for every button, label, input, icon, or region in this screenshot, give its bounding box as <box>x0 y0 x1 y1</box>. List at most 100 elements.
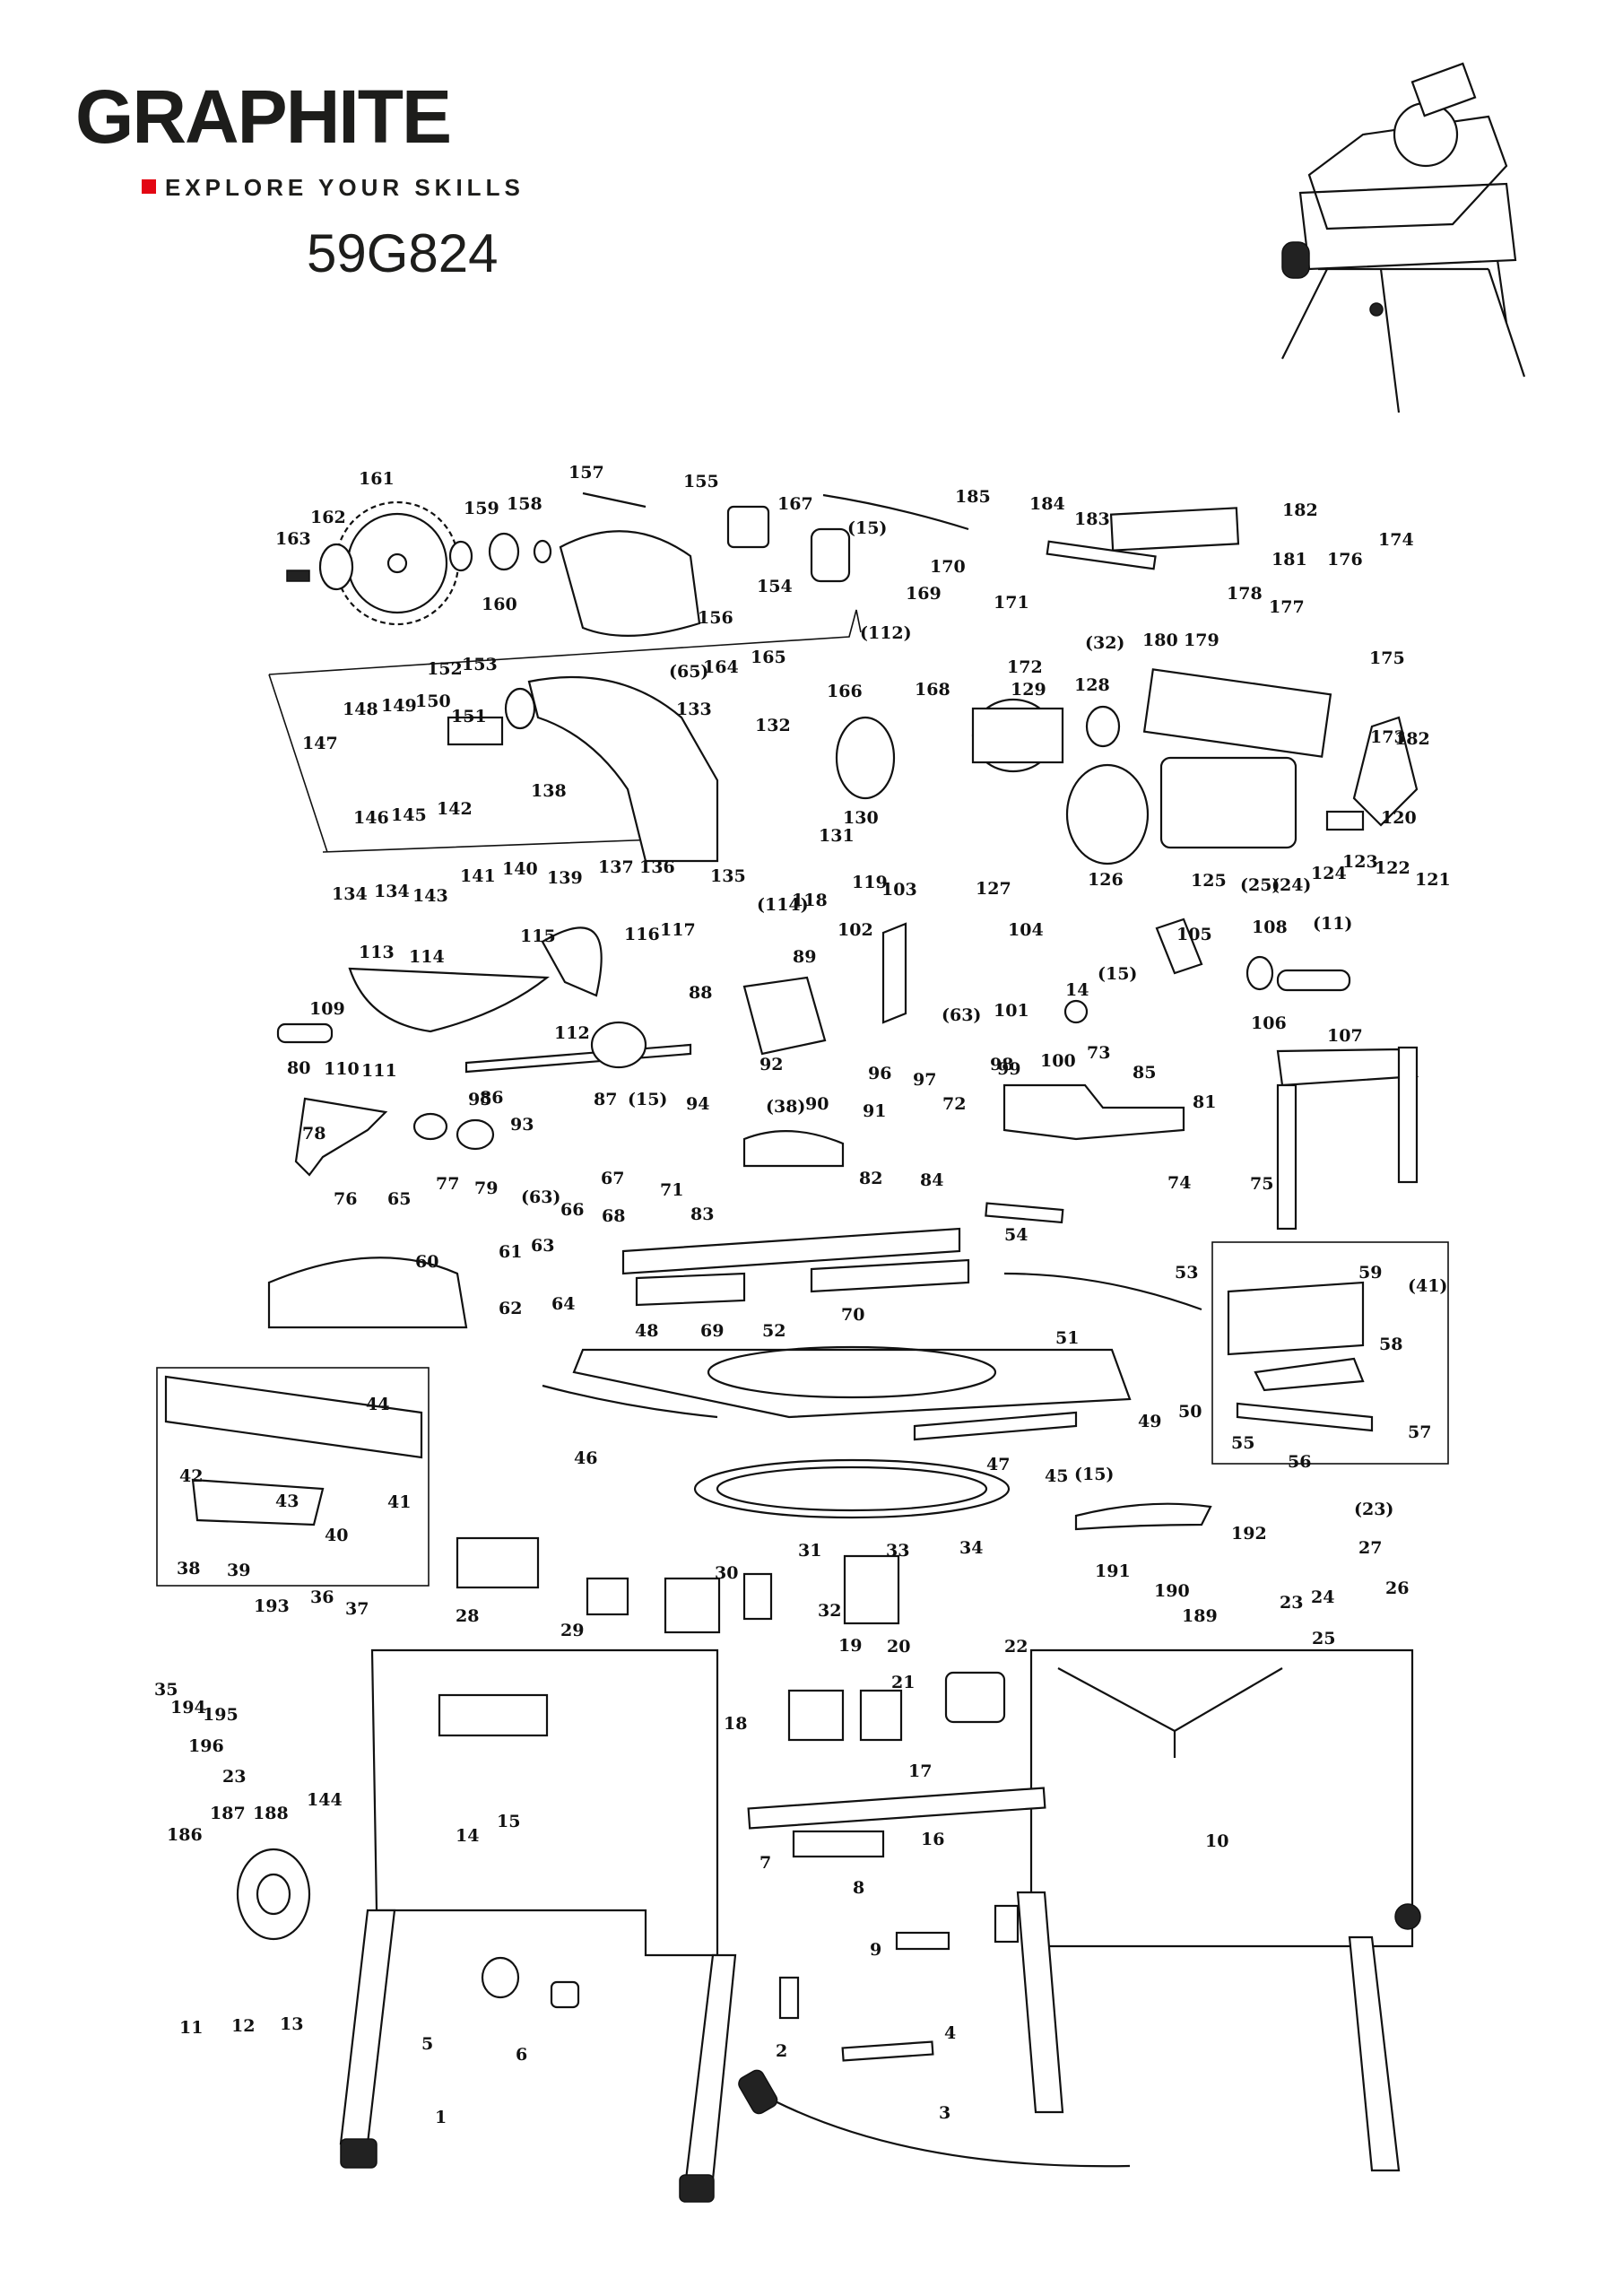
part-number-label: 61 <box>499 1242 523 1262</box>
part-number-label: 137 <box>598 857 634 877</box>
label <box>586 1577 629 1616</box>
part-number-label: 177 <box>1269 597 1305 617</box>
part-number-label: 60 <box>415 1252 439 1272</box>
part-number-label: 38 <box>177 1559 201 1578</box>
part-number-label: 154 <box>757 577 793 596</box>
part-number-label: 143 <box>412 886 448 906</box>
part-number-label: 111 <box>361 1061 397 1081</box>
part-number-label: 138 <box>531 781 567 801</box>
fence-clamp <box>1254 1357 1365 1392</box>
part-number-label: 182 <box>1282 500 1318 520</box>
knobs <box>481 1903 1421 2009</box>
capacitor <box>944 1671 1006 1724</box>
part-number-label: (32) <box>1085 633 1125 653</box>
part-number-label: 64 <box>551 1294 576 1314</box>
part-number-label: 127 <box>976 879 1011 899</box>
part-number-label: 171 <box>994 593 1029 613</box>
pivot-arm <box>742 976 827 1056</box>
part-number-label: 180 <box>1142 631 1178 650</box>
fence-block <box>810 1258 970 1293</box>
part-number-label: 114 <box>409 947 445 967</box>
flange-washers <box>286 532 552 591</box>
part-number-label: 155 <box>683 472 719 491</box>
part-number-label: 86 <box>480 1088 504 1108</box>
handle-grip <box>1074 1502 1212 1531</box>
rod <box>985 1202 1064 1224</box>
part-number-label: 44 <box>366 1395 390 1414</box>
flange <box>504 687 536 730</box>
part-number-label: 80 <box>287 1058 311 1078</box>
part-number-label: 18 <box>724 1714 748 1734</box>
part-number-label: (11) <box>1313 914 1353 934</box>
part-number-label: 48 <box>635 1321 659 1341</box>
fence-extension <box>1227 1281 1365 1356</box>
crossbar <box>747 1787 1046 1830</box>
part-number-label: 94 <box>686 1094 710 1114</box>
blade-guard-lever <box>541 926 603 997</box>
stand-brace <box>1057 1667 1283 1758</box>
part-number-label: 50 <box>1178 1402 1202 1422</box>
fence-block <box>635 1272 746 1307</box>
part-number-label: 84 <box>920 1170 944 1190</box>
part-number-label: 25 <box>1312 1629 1336 1648</box>
fan-cover <box>1352 716 1419 827</box>
stand-slot <box>438 1693 549 1737</box>
part-number-label: 21 <box>891 1673 916 1692</box>
part-number-label: 35 <box>154 1680 178 1700</box>
part-number-label: 72 <box>942 1094 967 1114</box>
part-number-label: 69 <box>700 1321 725 1341</box>
turntable-plate <box>693 1458 1011 1519</box>
part-number-label: 92 <box>759 1055 784 1074</box>
model-number: 59G824 <box>307 223 499 283</box>
part-number-label: 78 <box>302 1124 326 1144</box>
part-number-label: 153 <box>462 655 498 674</box>
lower-guard-housing <box>527 676 719 863</box>
power-cord <box>752 2089 1131 2168</box>
part-number-label: 24 <box>1311 1587 1335 1607</box>
knob <box>1063 999 1089 1024</box>
part-number-label: 102 <box>838 920 873 940</box>
part-number-label: 119 <box>852 873 888 892</box>
part-number-label: 181 <box>1271 550 1307 570</box>
part-number-label: 195 <box>203 1705 239 1725</box>
lock-handle <box>881 922 907 1024</box>
part-number-label: 14 <box>1065 980 1089 1000</box>
part-number-label: 187 <box>210 1804 246 1823</box>
part-number-label: 103 <box>881 880 917 900</box>
part-number-label: 63 <box>531 1236 555 1256</box>
part-number-label: 173 <box>1370 727 1406 747</box>
sleeve <box>1276 969 1351 992</box>
part-number-label: 45 <box>1045 1466 1069 1486</box>
part-number-label: 168 <box>915 680 950 700</box>
part-number-label: (15) <box>847 518 888 538</box>
part-number-label: 23 <box>222 1767 247 1787</box>
part-number-label: (41) <box>1408 1276 1448 1296</box>
stand-frame-right <box>1029 1648 1414 1948</box>
part-number-label: 107 <box>1327 1026 1363 1046</box>
part-number-label: 95 <box>468 1090 492 1109</box>
part-number-label: 192 <box>1231 1524 1267 1544</box>
brush-holder <box>1325 810 1365 831</box>
part-number-label: 133 <box>676 700 712 719</box>
part-number-label: 79 <box>474 1178 499 1198</box>
part-number-label: 130 <box>843 808 879 828</box>
part-number-label: (25) <box>1240 875 1280 895</box>
pivot-shaft <box>464 1043 692 1074</box>
scale-plate <box>542 1384 718 1419</box>
part-number-label: 49 <box>1138 1412 1162 1431</box>
part-number-label: 118 <box>792 891 828 910</box>
part-number-label: 164 <box>703 657 739 677</box>
part-number-label: 27 <box>1358 1538 1383 1558</box>
part-number-label: 150 <box>415 691 451 711</box>
part-number-label: 97 <box>913 1070 937 1090</box>
rotary-table-opening <box>707 1345 997 1399</box>
part-number-label: 101 <box>994 1001 1029 1021</box>
part-number-label: 67 <box>601 1169 625 1188</box>
part-number-label: 139 <box>547 868 583 888</box>
part-number-label: 54 <box>1004 1225 1028 1245</box>
part-number-label: 90 <box>805 1094 829 1114</box>
locking-knob <box>1155 918 1203 975</box>
part-number-label: 162 <box>310 508 346 527</box>
part-number-label: 46 <box>574 1448 598 1468</box>
part-number-label: 1 <box>435 2108 447 2127</box>
